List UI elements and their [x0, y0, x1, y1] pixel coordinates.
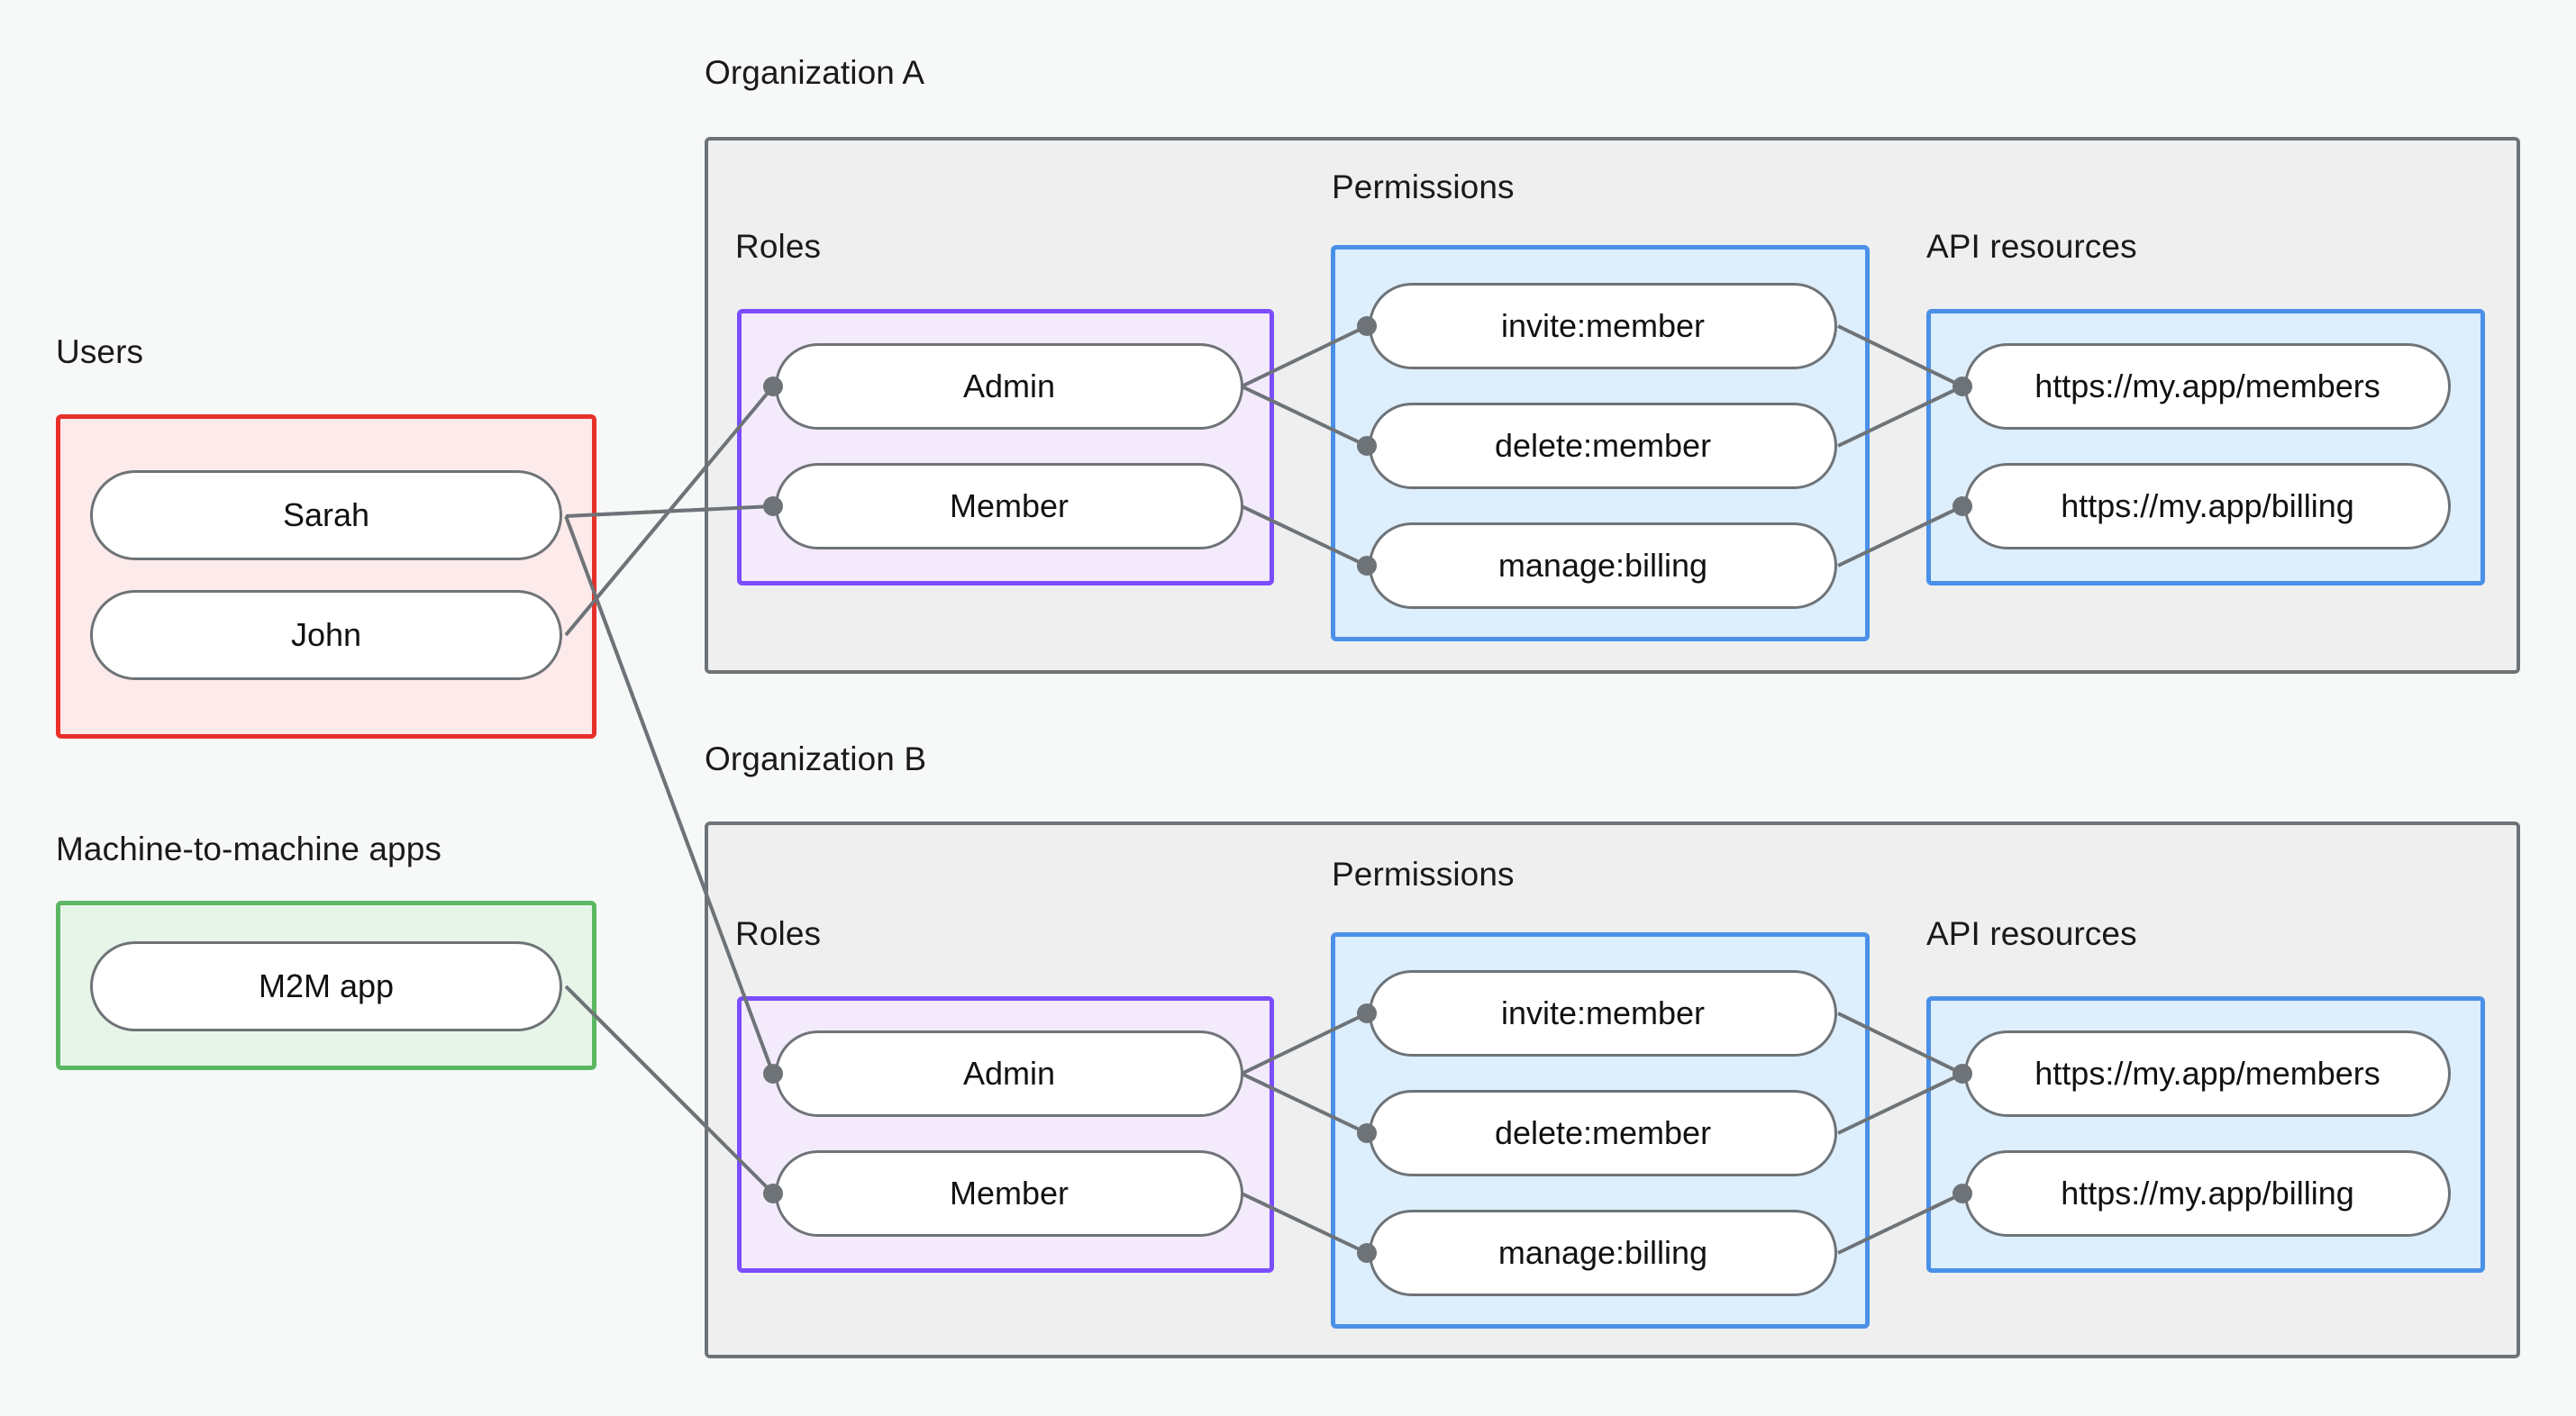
organization-a-label: Organization A	[705, 54, 925, 91]
orgA-api-resources-label: API resources	[1926, 228, 2137, 265]
orgA-permissions-label: Permissions	[1332, 168, 1515, 205]
orgA-permission-pill-invite-member[interactable]: invite:member	[1369, 283, 1837, 369]
m2m-group-label: Machine-to-machine apps	[56, 831, 442, 867]
m2m-pill-app[interactable]: M2M app	[90, 941, 562, 1031]
orgB-permission-pill-manage-billing[interactable]: manage:billing	[1369, 1210, 1837, 1296]
orgB-api-pill-billing[interactable]: https://my.app/billing	[1964, 1150, 2451, 1237]
users-group	[56, 414, 596, 739]
orgB-permission-pill-invite-member[interactable]: invite:member	[1369, 970, 1837, 1057]
orgA-permission-pill-manage-billing[interactable]: manage:billing	[1369, 522, 1837, 609]
orgB-permissions-label: Permissions	[1332, 856, 1515, 893]
orgB-permission-pill-delete-member[interactable]: delete:member	[1369, 1090, 1837, 1176]
orgB-role-pill-admin[interactable]: Admin	[775, 1030, 1243, 1117]
orgA-api-pill-billing[interactable]: https://my.app/billing	[1964, 463, 2451, 549]
orgA-roles-label: Roles	[735, 228, 822, 265]
orgA-role-pill-member[interactable]: Member	[775, 463, 1243, 549]
user-pill-john[interactable]: John	[90, 590, 562, 680]
orgB-role-pill-member[interactable]: Member	[775, 1150, 1243, 1237]
orgB-api-resources-label: API resources	[1926, 915, 2137, 952]
orgB-roles-label: Roles	[735, 915, 822, 952]
users-group-label: Users	[56, 333, 144, 370]
orgB-api-pill-members[interactable]: https://my.app/members	[1964, 1030, 2451, 1117]
user-pill-sarah[interactable]: Sarah	[90, 470, 562, 560]
orgA-api-pill-members[interactable]: https://my.app/members	[1964, 343, 2451, 430]
organization-b-label: Organization B	[705, 740, 927, 777]
orgA-role-pill-admin[interactable]: Admin	[775, 343, 1243, 430]
orgA-permission-pill-delete-member[interactable]: delete:member	[1369, 403, 1837, 489]
